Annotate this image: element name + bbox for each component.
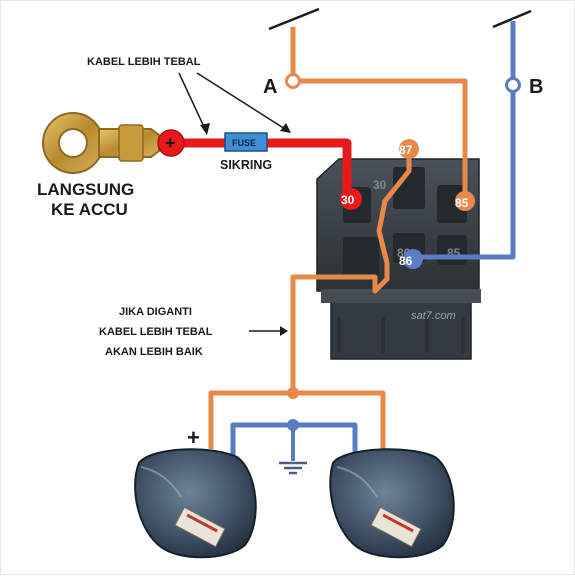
battery-wire bbox=[159, 138, 352, 197]
langsung-label-line2: KE ACCU bbox=[51, 200, 128, 219]
relay-pin-87-marker bbox=[399, 139, 419, 159]
sikring-label: SIKRING bbox=[220, 158, 272, 172]
fuse-label: FUSE bbox=[232, 138, 256, 148]
switch-a-label: A bbox=[263, 76, 277, 98]
ground-junction bbox=[287, 419, 299, 431]
relay-pin-ghost-30: 30 bbox=[373, 178, 387, 192]
jika-label-line2: KABEL LEBIH TEBAL bbox=[99, 326, 213, 338]
switch-b-wire bbox=[413, 21, 516, 260]
jika-arrow bbox=[249, 326, 288, 336]
relay-pin-87-label: 87 bbox=[399, 143, 413, 157]
horn-positive-label: + bbox=[187, 425, 200, 450]
switch-a-node bbox=[285, 73, 301, 89]
horn-left-icon bbox=[134, 448, 257, 559]
fuse-icon bbox=[224, 132, 268, 152]
relay-pin-86-label: 86 bbox=[399, 254, 413, 268]
relay-pin-30-label: 30 bbox=[341, 193, 355, 207]
switch-a-lever-icon bbox=[268, 7, 320, 31]
jika-label-line1: JIKA DIGANTI bbox=[119, 306, 192, 318]
battery-positive-label: + bbox=[165, 133, 176, 153]
ring-terminal-icon bbox=[42, 112, 160, 174]
jika-label-line3: AKAN LEBIH BAIK bbox=[105, 346, 203, 358]
switch-b-label: B bbox=[529, 76, 543, 98]
relay-pin-86-marker bbox=[403, 249, 423, 269]
battery-positive-marker bbox=[157, 129, 185, 157]
watermark: sat7.com bbox=[411, 310, 456, 322]
relay-pin-85-label: 85 bbox=[455, 196, 469, 210]
output-junction bbox=[287, 387, 299, 399]
switch-b-node bbox=[505, 77, 521, 93]
switch-b-lever-icon bbox=[492, 9, 532, 29]
relay-pin-30-marker bbox=[340, 188, 362, 210]
kabel-tebal-arrows bbox=[178, 72, 291, 135]
horn-right-icon bbox=[329, 448, 455, 559]
langsung-label-line1: LANGSUNG bbox=[37, 180, 134, 199]
relay-pin-85-marker bbox=[455, 191, 475, 211]
kabel-tebal-label: KABEL LEBIH TEBAL bbox=[87, 56, 201, 68]
ground-icon bbox=[279, 461, 307, 475]
